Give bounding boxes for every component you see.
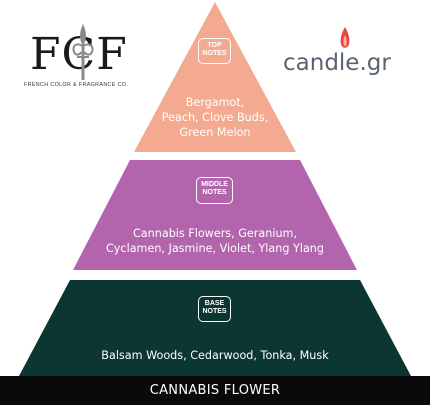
fleur-de-lis-icon (72, 24, 94, 80)
candle-gr-wordmark: candle.gr (283, 50, 391, 76)
badge-line: NOTES (202, 189, 227, 196)
middle-tier-shape (73, 160, 357, 270)
note-line: Cannabis Flowers, Geranium, (132, 227, 297, 240)
fcf-tagline: FRENCH COLOR & FRAGRANCE CO. (24, 82, 129, 88)
badge-line: BASE (204, 300, 225, 307)
badge-line: MIDDLE (201, 181, 228, 188)
note-line: Cyclamen, Jasmine, Violet, Ylang Ylang (106, 242, 324, 255)
product-name: CANNABIS FLOWER (149, 383, 281, 398)
badge-line: TOP (207, 42, 222, 49)
footer-bar (0, 376, 430, 405)
middle-notes-badge: MIDDLE NOTES (196, 177, 233, 204)
candle-gr-logo: candle.gr (283, 26, 413, 86)
fcf-logo: FCF FRENCH COLOR & FRAGRANCE CO. (14, 24, 146, 100)
note-line: Bergamot, (185, 96, 245, 109)
note-line: Peach, Clove Buds, (161, 111, 269, 124)
top-notes-badge: TOP NOTES (198, 38, 231, 64)
base-tier-shape (19, 280, 411, 376)
middle-notes-text: Cannabis Flowers, Geranium, Cyclamen, Ja… (75, 226, 355, 256)
base-notes-text: Balsam Woods, Cedarwood, Tonka, Musk (65, 348, 365, 363)
badge-line: NOTES (202, 50, 227, 57)
top-tier-shape (134, 2, 296, 152)
top-notes-text: Bergamot, Peach, Clove Buds, Green Melon (130, 95, 300, 140)
note-line: Balsam Woods, Cedarwood, Tonka, Musk (101, 349, 329, 362)
badge-line: NOTES (202, 308, 227, 315)
note-line: Green Melon (179, 126, 251, 139)
base-notes-badge: BASE NOTES (198, 296, 231, 322)
flame-icon (340, 27, 350, 48)
